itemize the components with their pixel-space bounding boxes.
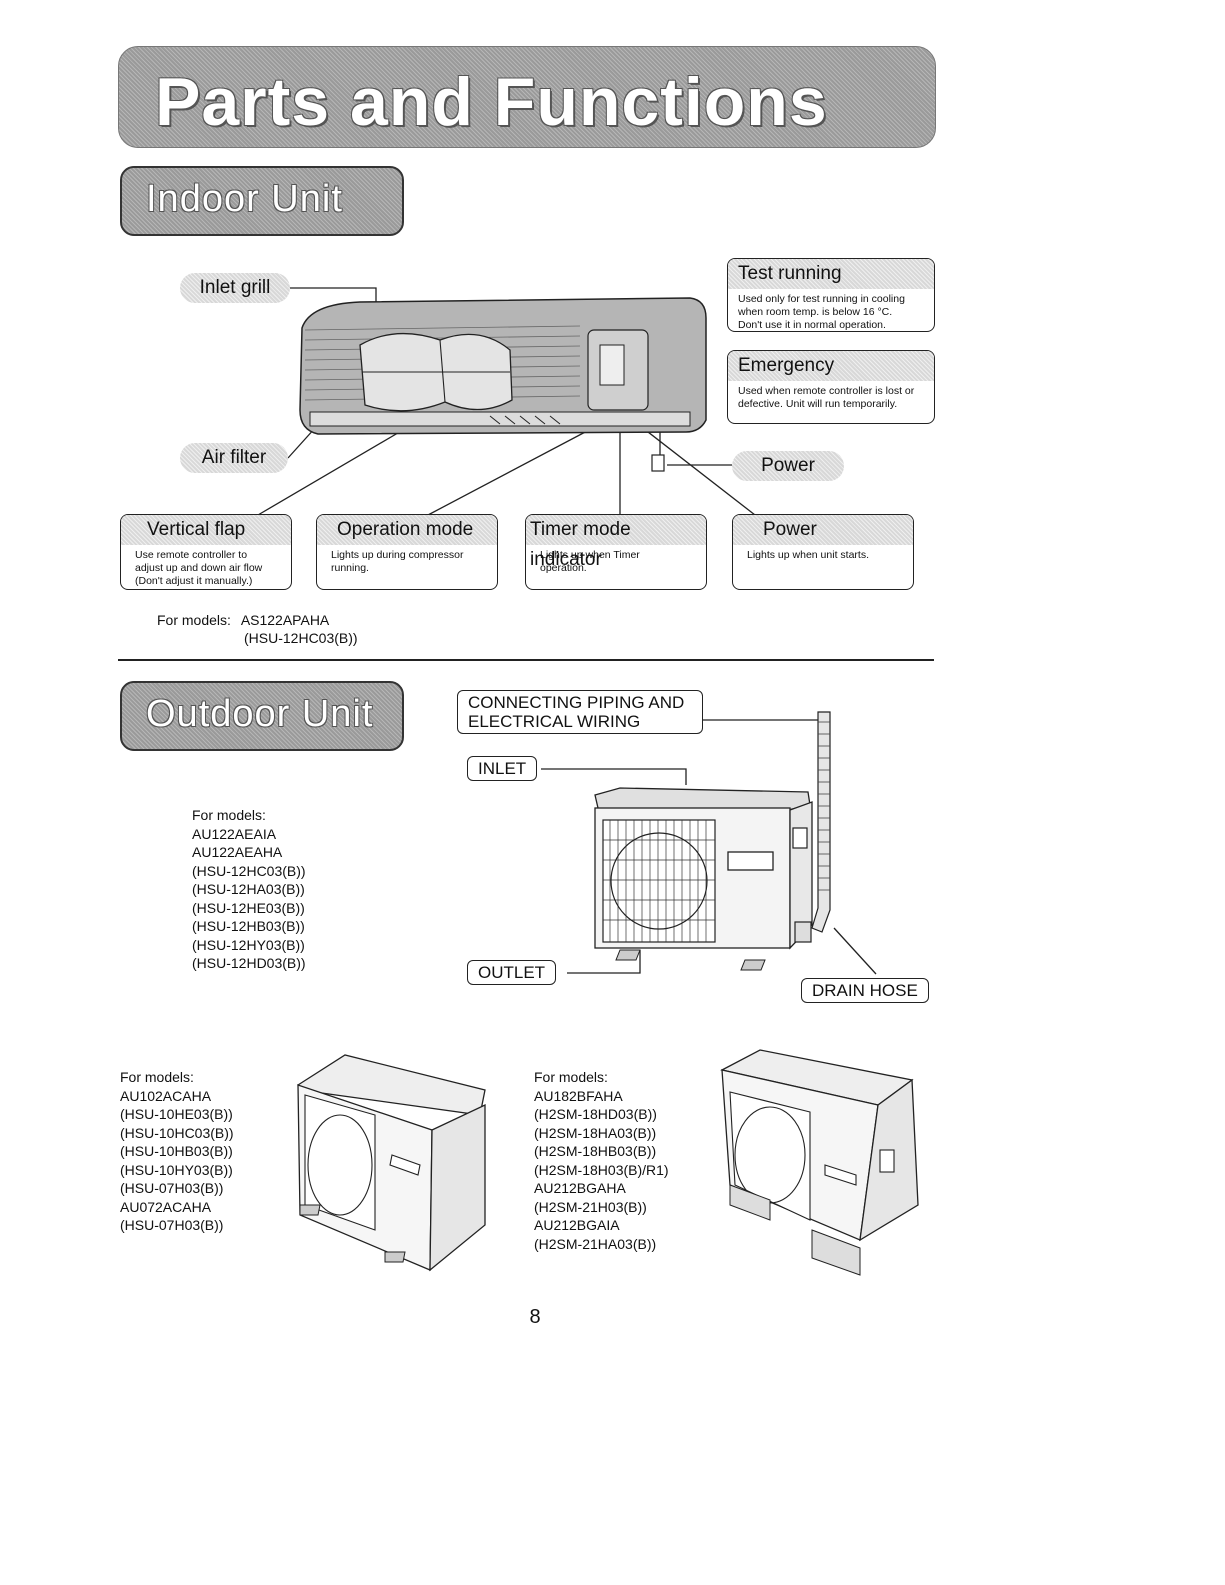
model-item: (HSU-12HB03(B)) xyxy=(192,918,305,934)
model-item: AU122AEAIA xyxy=(192,825,277,842)
operation-mode-heading: Operation mode xyxy=(317,515,497,545)
timer-mode-description: Lights up when Timer operation. xyxy=(540,549,640,574)
indoor-models-label: For models: xyxy=(157,612,231,628)
inlet-label: INLET xyxy=(467,756,538,781)
model-item: AU072ACAHA xyxy=(120,1198,212,1215)
power-indicator-description: Lights up when unit starts. xyxy=(747,549,869,561)
power-indicator-callout: Power Lights up when unit starts. xyxy=(732,514,914,590)
model-item: (HSU-07H03(B)) xyxy=(120,1217,224,1233)
outdoor-left-models-label: For models: xyxy=(120,1069,194,1085)
outdoor-right-models: For models: AU182BFAHA (H2SM-18HD03(B)) … xyxy=(534,1068,669,1253)
outdoor-main-models-label: For models: xyxy=(192,807,266,823)
model-item: AU102ACAHA xyxy=(120,1087,212,1104)
indoor-model-0: AS122APAHA xyxy=(240,612,330,628)
model-item: AU122AEAHA xyxy=(192,844,283,860)
model-item: (HSU-12HD03(B)) xyxy=(192,955,306,971)
vertical-flap-callout: Vertical flap Use remote controller to a… xyxy=(120,514,292,590)
outdoor-unit-illustration xyxy=(297,711,919,1276)
operation-mode-description: Lights up during compressor running. xyxy=(331,549,464,574)
timer-mode-callout: Timer mode indicator Lights up when Time… xyxy=(525,514,707,590)
air-filter-label: Air filter xyxy=(180,443,288,473)
model-item: (HSU-12HY03(B)) xyxy=(192,936,305,953)
indoor-section-title: Indoor Unit xyxy=(146,178,343,220)
indoor-section-banner: Indoor Unit xyxy=(120,166,404,236)
model-item: (HSU-10HY03(B)) xyxy=(120,1161,233,1178)
indoor-models: For models: AS122APAHA xyxy=(157,611,329,630)
test-running-callout: Test running Used only for test running … xyxy=(727,258,935,332)
emergency-heading: Emergency xyxy=(728,351,934,381)
model-item: AU212BGAIA xyxy=(534,1217,620,1233)
outdoor-section-banner: Outdoor Unit xyxy=(120,681,404,751)
power-indicator-heading: Power xyxy=(733,515,913,545)
model-item: (HSU-07H03(B)) xyxy=(120,1180,224,1196)
section-divider xyxy=(118,659,934,661)
page-number: 8 xyxy=(529,1306,541,1328)
model-item: (H2SM-18HB03(B)) xyxy=(534,1143,657,1159)
model-item: (HSU-12HC03(B)) xyxy=(192,862,306,879)
test-running-heading: Test running xyxy=(728,259,934,289)
model-item: (HSU-12HE03(B)) xyxy=(192,899,305,916)
outlet-label: OUTLET xyxy=(467,960,557,985)
inlet-grill-label: Inlet grill xyxy=(180,273,290,303)
vertical-flap-heading: Vertical flap xyxy=(121,515,291,545)
outdoor-unit-small-left xyxy=(297,1054,486,1272)
outdoor-unit-small-right xyxy=(720,1049,919,1276)
outdoor-right-models-label: For models: xyxy=(534,1069,608,1085)
model-item: (HSU-12HA03(B)) xyxy=(192,881,305,897)
timer-mode-heading: Timer mode indicator xyxy=(526,515,706,570)
outdoor-section-title: Outdoor Unit xyxy=(146,693,374,735)
model-item: AU212BGAHA xyxy=(534,1180,626,1196)
outdoor-main-models: For models: AU122AEAIA AU122AEAHA (HSU-1… xyxy=(192,806,306,973)
title-banner: Parts and Functions xyxy=(118,46,936,148)
model-item: (H2SM-21HA03(B)) xyxy=(534,1235,657,1252)
vertical-flap-description: Use remote controller to adjust up and d… xyxy=(135,549,263,587)
operation-mode-callout: Operation mode Lights up during compress… xyxy=(316,514,498,590)
emergency-description: Used when remote controller is lost or d… xyxy=(738,385,915,410)
model-item: (H2SM-21H03(B)) xyxy=(534,1198,647,1215)
indoor-unit-body xyxy=(299,297,707,472)
emergency-callout: Emergency Used when remote controller is… xyxy=(727,350,935,424)
page-title: Parts and Functions xyxy=(155,64,828,140)
model-item: (H2SM-18H03(B)/R1) xyxy=(534,1161,669,1178)
model-item: (H2SM-18HD03(B)) xyxy=(534,1106,657,1122)
drain-hose-label: DRAIN HOSE xyxy=(801,978,929,1003)
model-item: (HSU-10HC03(B)) xyxy=(120,1124,234,1141)
outdoor-left-models: For models: AU102ACAHA (HSU-10HE03(B)) (… xyxy=(120,1068,234,1235)
indoor-unit-illustration xyxy=(257,287,756,516)
model-item: (HSU-10HB03(B)) xyxy=(120,1143,233,1159)
connecting-piping-label: CONNECTING PIPING AND ELECTRICAL WIRING xyxy=(457,690,703,734)
model-item: (HSU-10HE03(B)) xyxy=(120,1106,233,1122)
model-item: AU182BFAHA xyxy=(534,1087,623,1104)
indoor-model-1: (HSU-12HC03(B)) xyxy=(244,630,358,646)
test-running-description: Used only for test running in cooling wh… xyxy=(738,293,905,331)
power-switch-label: Power xyxy=(732,451,844,481)
model-item: (H2SM-18HA03(B)) xyxy=(534,1124,657,1141)
